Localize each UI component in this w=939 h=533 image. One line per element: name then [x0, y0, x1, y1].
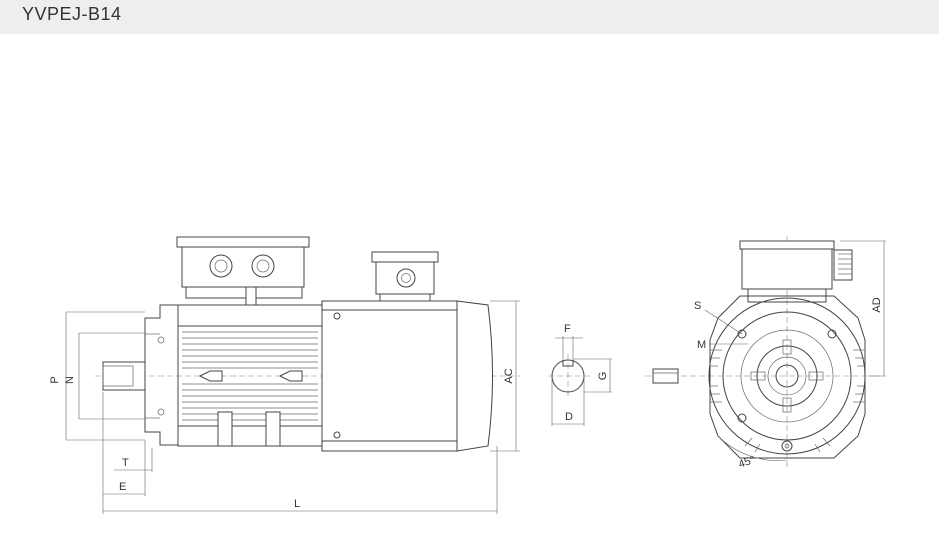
label-e: E	[119, 481, 126, 493]
label-l: L	[294, 498, 300, 510]
label-ad: AD	[871, 297, 883, 312]
lifting-eye	[198, 370, 223, 382]
label-angle: 45°	[737, 454, 757, 471]
inverter-section	[321, 251, 493, 452]
cooling-fins	[182, 331, 318, 421]
label-ac: AC	[503, 368, 515, 383]
fan-cover	[456, 300, 493, 452]
motor-side-view: P N T E L AC	[49, 236, 520, 514]
terminal-box	[176, 236, 310, 306]
label-f: F	[564, 323, 571, 335]
title-bar: YVPEJ-B14	[0, 0, 939, 34]
label-t: T	[122, 457, 129, 469]
label-s: S	[694, 300, 701, 312]
label-d: D	[565, 411, 573, 423]
flange	[144, 304, 179, 446]
label-n: N	[64, 376, 76, 384]
dimension-p-n: P N	[49, 311, 145, 441]
shaft-section: F G D	[548, 323, 612, 426]
label-g: G	[597, 372, 609, 381]
motor-front-view: S M 45° AD	[645, 236, 886, 471]
label-p: P	[49, 376, 61, 383]
page-title: YVPEJ-B14	[22, 4, 122, 24]
shaft-end	[775, 364, 799, 388]
bolt-hole	[737, 329, 747, 339]
dimension-ac: AC	[490, 300, 520, 452]
dimension-t-e-l: T E L	[102, 392, 498, 514]
cable-gland	[209, 254, 233, 278]
label-m: M	[697, 339, 706, 351]
